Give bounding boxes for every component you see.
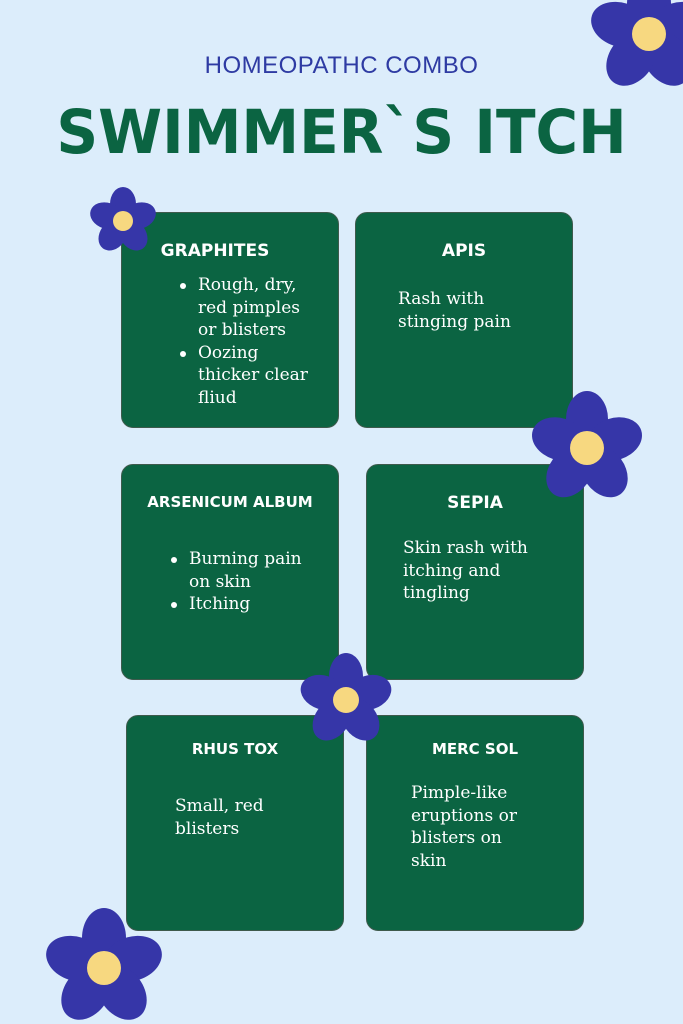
card-text-apis: Rash with stinging pain bbox=[398, 289, 511, 332]
card-list-graphites: Rough, dry, red pimples or blisters Oozi… bbox=[180, 274, 323, 410]
card-title-arsenicum: ARSENICUM ALBUM bbox=[147, 493, 313, 511]
card-text-sepia: Skin rash with itching and tingling bbox=[403, 538, 528, 603]
card-graphites: GRAPHITES Rough, dry, red pimples or bli… bbox=[121, 212, 339, 428]
card-apis: APIS Rash with stinging pain bbox=[355, 212, 573, 428]
card-list-arsenicum: Burning pain on skin Itching bbox=[171, 548, 324, 616]
list-item: Burning pain on skin bbox=[171, 548, 324, 593]
card-title-merc: MERC SOL bbox=[431, 740, 519, 758]
card-merc: MERC SOL Pimple-like eruptions or bliste… bbox=[366, 715, 584, 931]
card-title-sepia: SEPIA bbox=[447, 493, 503, 513]
card-rhus: RHUS TOX Small, red blisters bbox=[126, 715, 344, 931]
card-arsenicum: ARSENICUM ALBUM Burning pain on skin Itc… bbox=[121, 464, 339, 680]
flower-icon bbox=[90, 187, 156, 251]
list-item: Rough, dry, red pimples or blisters bbox=[180, 274, 323, 342]
flower-icon bbox=[46, 908, 162, 1020]
card-title-rhus: RHUS TOX bbox=[191, 740, 279, 758]
card-text-rhus: Small, red blisters bbox=[175, 796, 264, 839]
flower-icon bbox=[591, 0, 683, 86]
flower-icon bbox=[300, 653, 392, 741]
flower-icon bbox=[532, 391, 642, 498]
card-text-merc: Pimple-like eruptions or blisters on ski… bbox=[411, 783, 517, 871]
card-title-apis: APIS bbox=[441, 241, 487, 261]
card-sepia: SEPIA Skin rash with itching and tinglin… bbox=[366, 464, 584, 680]
subtitle: HOMEOPATHC COMBO bbox=[204, 52, 479, 79]
page-title: SWIMMER`S ITCH bbox=[56, 96, 627, 168]
card-title-graphites: GRAPHITES bbox=[160, 241, 270, 261]
list-item: Itching bbox=[171, 593, 324, 616]
list-item: Oozing thicker clear fliud bbox=[180, 342, 323, 410]
